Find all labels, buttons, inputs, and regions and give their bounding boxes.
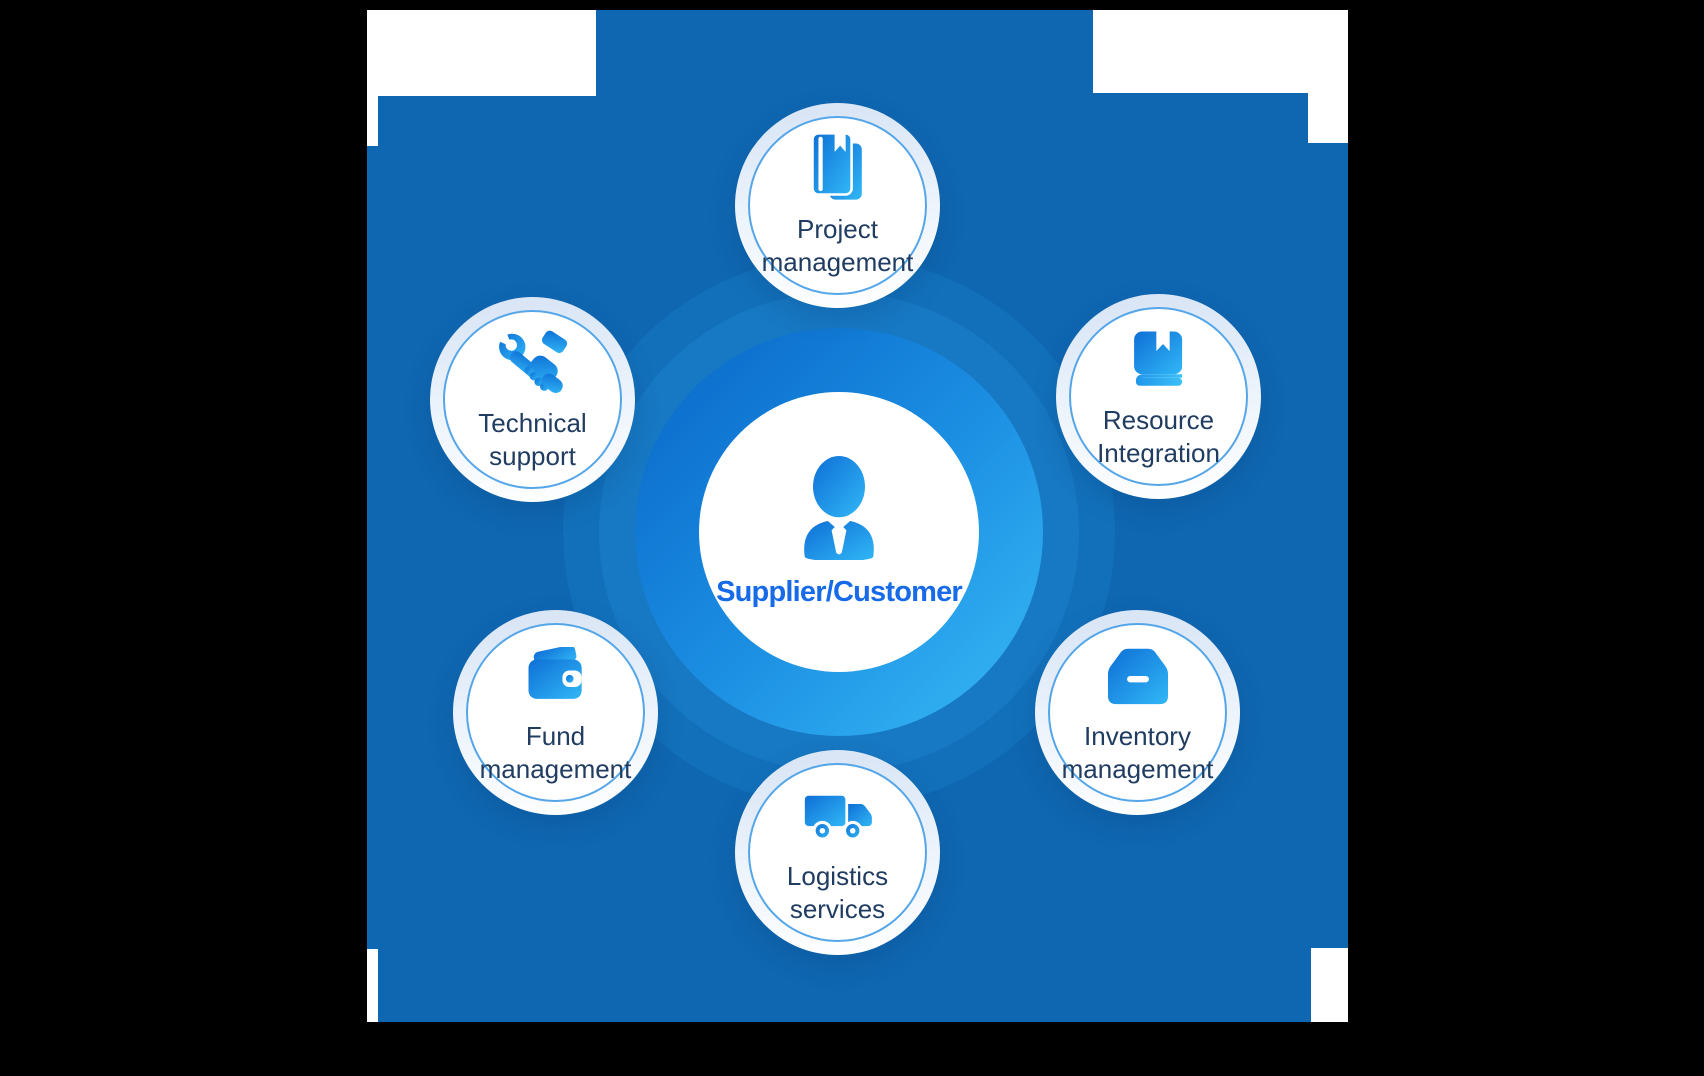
truck-icon — [803, 779, 873, 853]
storage-box-icon — [1106, 639, 1170, 713]
satellite-inventory-management: Inventory management — [1035, 610, 1240, 815]
satellite-label: Technical support — [478, 408, 587, 471]
satellite-label: Inventory management — [1061, 721, 1214, 784]
center-node: Supplier/Customer — [699, 392, 979, 672]
wrench-hand-icon — [493, 326, 573, 400]
satellite-resource-integration: Resource Integration — [1056, 294, 1261, 499]
satellite-label: Logistics services — [786, 861, 889, 924]
businessperson-icon — [791, 455, 887, 560]
satellite-fund-management: Fund management — [453, 610, 658, 815]
satellite-technical-support: Technical support — [430, 297, 635, 502]
satellite-label: Resource Integration — [1097, 405, 1220, 468]
corner-notch-bottom-right — [1311, 948, 1348, 1022]
diagram-panel: Supplier/Customer Proje — [367, 10, 1348, 1022]
wallet-icon — [523, 639, 589, 713]
books-icon — [804, 132, 872, 206]
corner-notch-top-left — [367, 10, 596, 96]
satellite-label: Project management — [761, 214, 914, 277]
satellite-label: Fund management — [479, 721, 632, 784]
satellite-project-management: Project management — [735, 103, 940, 308]
corner-notch-top-right — [1093, 10, 1348, 93]
satellite-logistics-services: Logistics services — [735, 750, 940, 955]
corner-notch-top-left-step — [367, 96, 378, 146]
corner-notch-bottom-left — [367, 949, 378, 1022]
corner-notch-top-right-step — [1308, 93, 1348, 143]
center-title: Supplier/Customer — [716, 575, 963, 608]
book-icon — [1127, 323, 1191, 397]
